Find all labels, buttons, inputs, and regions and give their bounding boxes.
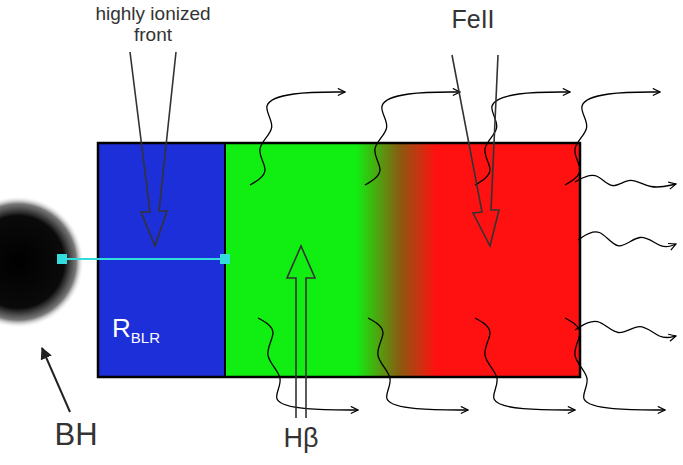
radius-symbol: R: [112, 313, 131, 343]
gradient-region: [356, 143, 436, 377]
blr-front-box: RBLR: [98, 143, 225, 377]
pointer-arrow: [42, 348, 70, 412]
emission-wave: [365, 92, 460, 185]
emission-wave: [565, 92, 660, 185]
emission-wave: [475, 92, 570, 185]
front-label: highly ionized front: [78, 4, 228, 46]
emission-wave: [368, 318, 468, 410]
green-region: [225, 143, 357, 377]
bh-label: BH: [46, 418, 106, 452]
black-hole: [0, 196, 84, 328]
emission-wave: [575, 175, 676, 187]
feii-label: FeII: [438, 6, 508, 34]
pointer-arrow: [287, 246, 315, 418]
hbeta-label: Hβ: [266, 424, 336, 454]
radius-end: [57, 254, 67, 264]
emission-waves: [250, 92, 676, 410]
emission-wave: [578, 232, 676, 247]
emission-wave: [258, 318, 358, 410]
radius-subscript: BLR: [131, 329, 160, 346]
emission-wave: [250, 92, 345, 185]
emission-wave: [475, 318, 575, 410]
radius-line: [62, 258, 225, 260]
red-region: [435, 143, 580, 377]
emission-wave: [575, 321, 676, 337]
radius-end: [220, 254, 230, 264]
pointer-arrow: [452, 55, 499, 246]
pointer-arrow: [130, 52, 176, 246]
